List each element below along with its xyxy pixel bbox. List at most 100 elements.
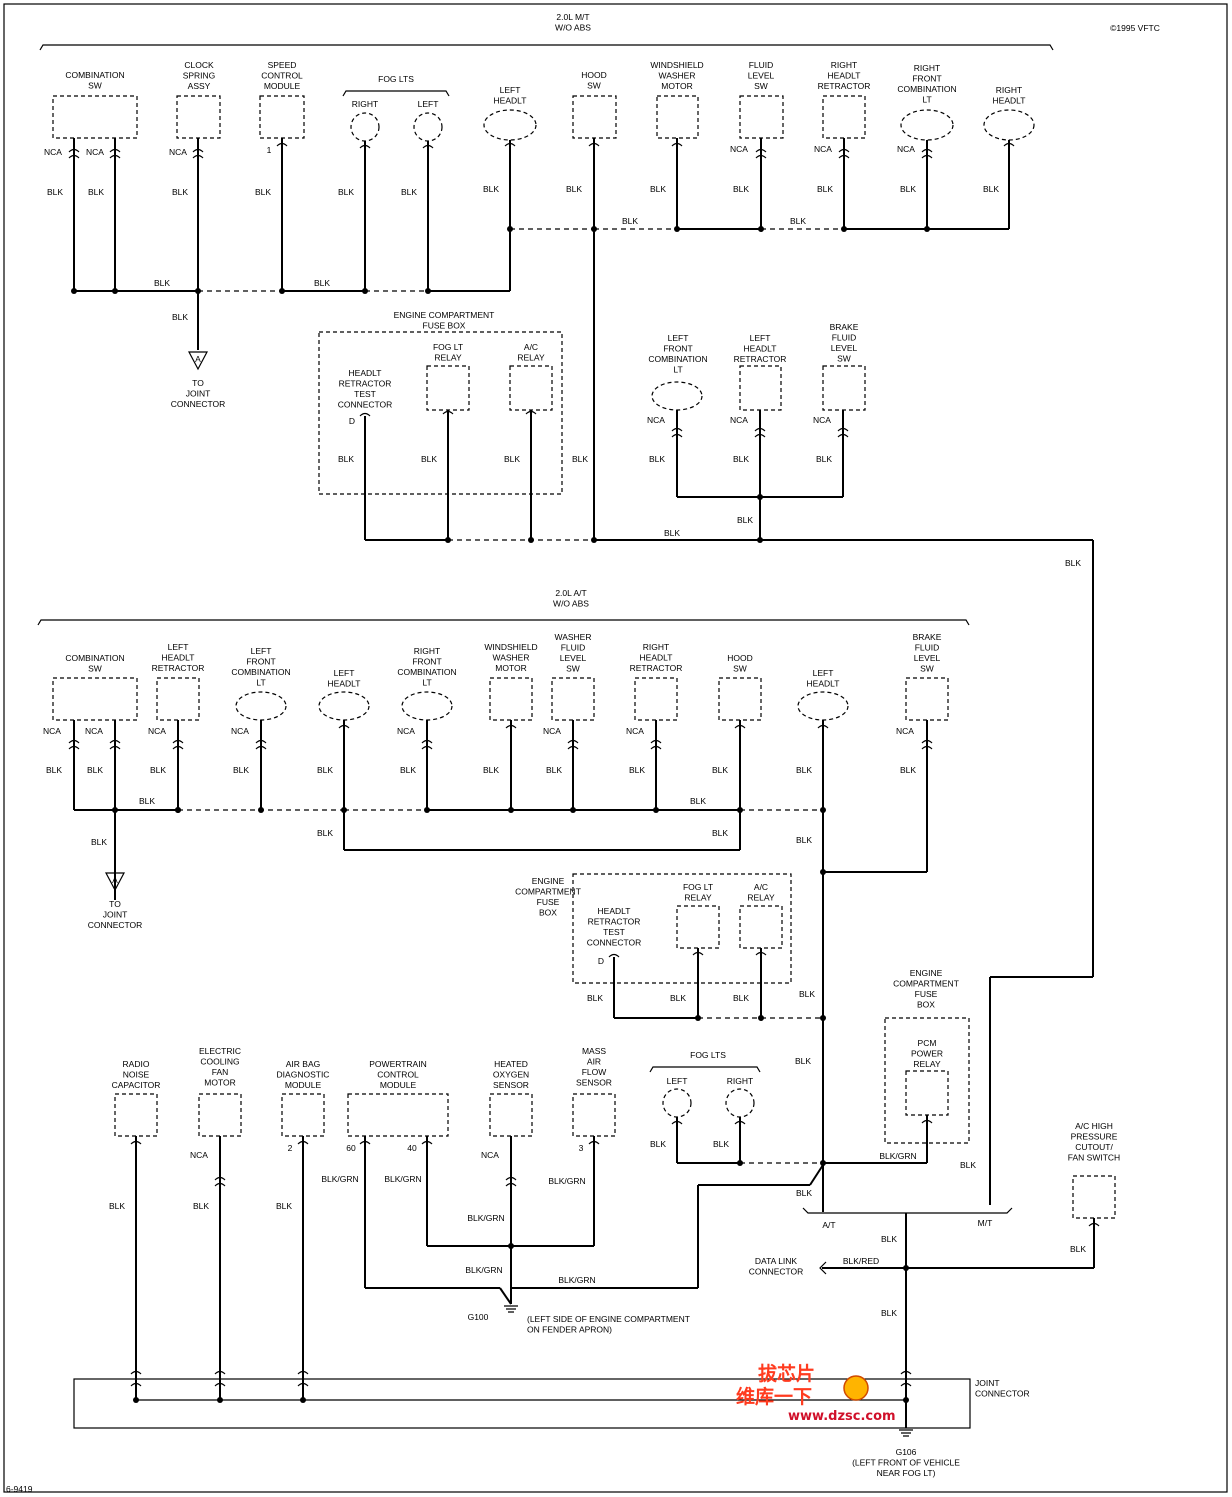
- nca-connector-icon: [68, 739, 80, 750]
- label-text: POWER: [911, 1049, 943, 1059]
- terminal-icon: [130, 1140, 142, 1145]
- label-text: ENGINE: [910, 968, 943, 978]
- blk-label: BLK: [233, 765, 249, 775]
- to-joint-label: CONNECTOR: [88, 920, 143, 930]
- label-text: DIAGNOSTIC: [277, 1070, 330, 1080]
- blk-label: BLK: [799, 989, 815, 999]
- label-text: HEADLT: [598, 906, 631, 916]
- label-text: HEADLT: [494, 96, 527, 106]
- blk-label: BLK: [881, 1234, 897, 1244]
- wire: [499, 1287, 512, 1305]
- splice-dot: [737, 807, 743, 813]
- washer-motor-box: [656, 95, 699, 139]
- blk-grn-label: BLK/GRN: [879, 1151, 916, 1161]
- nca-connector-icon: [192, 148, 204, 159]
- label-text: CONTROL: [261, 71, 303, 81]
- label-text: COMBINATION: [65, 653, 124, 663]
- label-text: RETRACTOR: [152, 663, 205, 673]
- splice-dot: [695, 1015, 701, 1021]
- label-text: HEADLT: [993, 96, 1026, 106]
- label-text: FRONT: [246, 657, 275, 667]
- terminal-icon: [755, 951, 767, 956]
- label-text: RETRACTOR: [734, 354, 787, 364]
- blk-label: BLK: [790, 216, 806, 226]
- label-text: NEAR FOG LT): [877, 1468, 936, 1478]
- splice-dot: [758, 1015, 764, 1021]
- at-left-headlight-2-icon: [797, 691, 849, 721]
- nca-connector-icon: [650, 739, 662, 750]
- label-text: CONNECTOR: [338, 400, 393, 410]
- wire: [809, 1164, 824, 1186]
- label-text: FLUID: [832, 333, 857, 343]
- nca-connector-icon: [921, 739, 933, 750]
- label-text: HEADLT: [807, 679, 840, 689]
- pin-label: 1: [267, 145, 272, 155]
- bottom-fog-light-left-icon: [662, 1088, 692, 1118]
- label-text: LT: [256, 678, 265, 688]
- label-text: SW: [566, 664, 580, 674]
- blk-label: BLK: [88, 187, 104, 197]
- splice-dot: [757, 494, 763, 500]
- watermark-line2: 维库一下: [736, 1385, 812, 1408]
- label-text: LEFT: [750, 333, 771, 343]
- label-text: A: [112, 875, 118, 885]
- splice-dot: [924, 226, 930, 232]
- wires: [71, 138, 1095, 1428]
- label-text: LEVEL: [914, 653, 941, 663]
- label-text: LEFT: [668, 333, 689, 343]
- blk-label: BLK: [276, 1201, 292, 1211]
- splice-dot: [217, 1397, 223, 1403]
- splice-dot: [175, 807, 181, 813]
- label-text: (LEFT FRONT OF VEHICLE: [852, 1458, 960, 1468]
- powertrain-control-module-box: [347, 1093, 449, 1137]
- to-joint-connector-arrow-at: [105, 872, 125, 892]
- watermark-url: www.dzsc.com: [788, 1409, 896, 1424]
- label-text: CUTOUT/: [1075, 1142, 1113, 1152]
- nca-connector-icon: [754, 427, 766, 438]
- nca-connector-icon: [255, 739, 267, 750]
- blk-label: BLK: [650, 1139, 666, 1149]
- terminal-icon: [297, 1370, 309, 1375]
- blk-label: BLK: [317, 765, 333, 775]
- terminal-icon: [921, 1119, 933, 1124]
- blk-label: BLK: [154, 278, 170, 288]
- section-title-at: W/O ABS: [553, 599, 589, 609]
- splice-dot: [300, 1397, 306, 1403]
- splice-dot: [591, 226, 597, 232]
- blk-label: BLK: [317, 828, 333, 838]
- at-label: A/T: [822, 1220, 835, 1230]
- at-mt-bracket: [802, 1207, 1013, 1214]
- clock-spring-box: [176, 95, 221, 139]
- label-text: COMBINATION: [231, 667, 290, 677]
- nca-label: NCA: [813, 415, 831, 425]
- label-text: A/C: [754, 882, 768, 892]
- label-text: MODULE: [285, 1080, 322, 1090]
- ground-g100-icon: [504, 1305, 518, 1313]
- label-text: MOTOR: [661, 81, 692, 91]
- to-joint-label: JOINT: [186, 389, 211, 399]
- label-text: HEADLT: [640, 653, 673, 663]
- label-text: COMBINATION: [65, 70, 124, 80]
- nca-label: NCA: [896, 726, 914, 736]
- pin-label: 40: [407, 1143, 417, 1153]
- bottom-fog-light-right-icon: [725, 1088, 755, 1118]
- nca-connector-icon: [505, 1176, 517, 1187]
- nca-label: NCA: [190, 1150, 208, 1160]
- label-text: FAN: [212, 1067, 229, 1077]
- splice-dot: [758, 226, 764, 232]
- terminal-icon: [130, 1382, 142, 1387]
- electric-cooling-fan-motor-box: [198, 1093, 242, 1137]
- nca-label: NCA: [543, 726, 561, 736]
- label-text: MODULE: [264, 81, 301, 91]
- label-text: HEADLT: [349, 368, 382, 378]
- label-text: RIGHT: [996, 85, 1022, 95]
- blk-label: BLK: [1070, 1244, 1086, 1254]
- copyright: ©1995 VFTC: [1110, 23, 1160, 33]
- blk-label: BLK: [566, 184, 582, 194]
- label-text: RIGHT: [727, 1076, 753, 1086]
- nca-connector-icon: [567, 739, 579, 750]
- nca-connector-icon: [421, 739, 433, 750]
- label-text: FRONT: [412, 657, 441, 667]
